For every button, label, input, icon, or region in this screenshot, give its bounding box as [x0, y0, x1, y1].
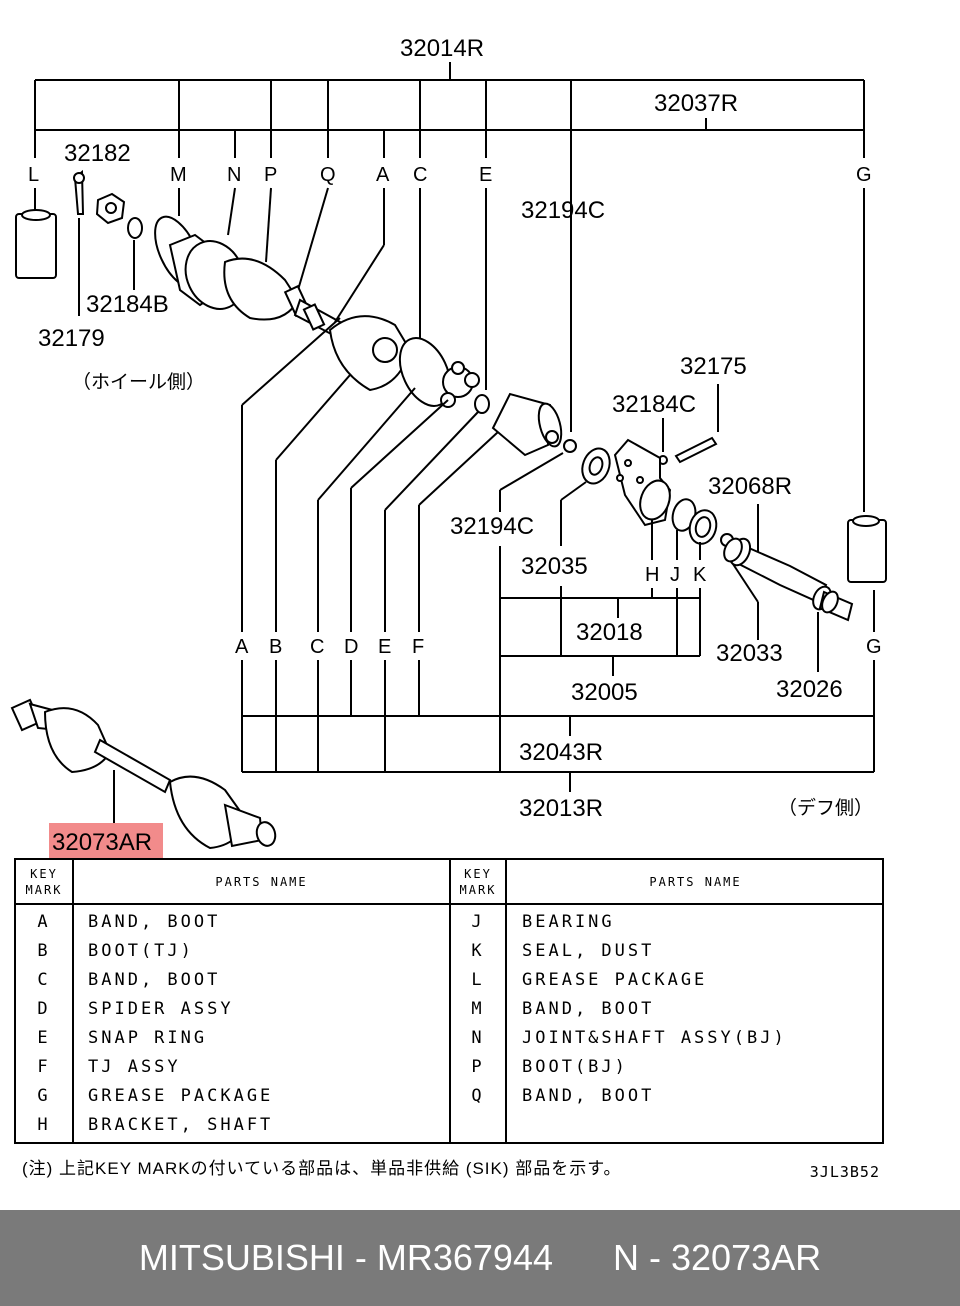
washer-32184B	[127, 217, 143, 239]
row-name: GREASE PACKAGE	[88, 1086, 274, 1106]
letter-F-bottom: F	[412, 636, 424, 658]
letter-G-top: G	[856, 164, 872, 186]
label-32026: 32026	[776, 676, 843, 703]
label-32194C-mid: 32194C	[450, 513, 534, 540]
row-name: BEARING	[522, 912, 615, 932]
label-32184B: 32184B	[86, 291, 169, 318]
drive-shaft-assy-32073AR	[10, 698, 277, 850]
row-name: TJ ASSY	[88, 1057, 181, 1077]
row-key: G	[37, 1086, 51, 1106]
bolt-32175	[674, 436, 718, 464]
row-key: N	[471, 1028, 485, 1048]
row-key: Q	[471, 1086, 485, 1106]
row-name: BOOT(TJ)	[88, 941, 194, 961]
row-name: BAND, BOOT	[522, 1086, 655, 1106]
label-32018: 32018	[576, 619, 643, 646]
letter-D-bottom: D	[344, 636, 358, 658]
label-32014R: 32014R	[400, 35, 484, 62]
row-name: BAND, BOOT	[88, 970, 221, 990]
header-parts-name-left: PARTS NAME	[215, 874, 308, 889]
letter-P-top: P	[264, 164, 277, 186]
row-name: GREASE PACKAGE	[522, 970, 708, 990]
snap-ring	[474, 394, 490, 414]
label-32037R: 32037R	[654, 90, 738, 117]
grease-package-L	[15, 213, 57, 279]
row-key: K	[471, 941, 485, 961]
boot-TJ	[328, 315, 412, 392]
row-name: SEAL, DUST	[522, 941, 655, 961]
row-name: BOOT(BJ)	[522, 1057, 628, 1077]
grease-package-G	[847, 519, 887, 583]
header-parts-name-right: PARTS NAME	[649, 874, 742, 889]
letter-M-top: M	[170, 164, 187, 186]
ring-32026	[821, 590, 839, 614]
label-32068R: 32068R	[708, 473, 792, 500]
exploded-parts-diagram: 32014R 32037R 32182 L M N P Q A C E G 32…	[10, 35, 887, 858]
caption-bar: MITSUBISHI - MR367944 N - 32073AR	[0, 1210, 960, 1306]
row-key: J	[471, 912, 485, 932]
label-32194C-top: 32194C	[521, 197, 605, 224]
label-32043R: 32043R	[519, 739, 603, 766]
label-32179: 32179	[38, 325, 105, 352]
row-name: SPIDER ASSY	[88, 999, 234, 1019]
row-key: P	[471, 1057, 485, 1077]
label-32013R: 32013R	[519, 795, 603, 822]
letter-E-bottom: E	[378, 636, 391, 658]
letter-C-top: C	[413, 164, 427, 186]
label-32033: 32033	[716, 640, 783, 667]
row-key: C	[37, 970, 51, 990]
diff-side-note: （デフ側）	[778, 797, 873, 819]
label-32035: 32035	[521, 553, 588, 580]
row-key: M	[471, 999, 485, 1019]
label-32182: 32182	[64, 140, 131, 167]
header-key-mark-left: KEY MARK	[25, 866, 63, 897]
letter-G-bottom: G	[866, 636, 882, 658]
header-key-mark-right: KEY MARK	[459, 866, 497, 897]
parts-table: KEY MARK PARTS NAME KEY MARK PARTS NAME …	[14, 858, 884, 1144]
letter-K: K	[693, 564, 707, 586]
label-32005: 32005	[571, 679, 638, 706]
part-highlight	[49, 823, 163, 858]
row-key: E	[37, 1028, 51, 1048]
letter-J: J	[670, 564, 680, 586]
letter-Q-top: Q	[320, 164, 336, 186]
letter-A-bottom: A	[235, 636, 249, 658]
label-32175: 32175	[680, 353, 747, 380]
letter-N-top: N	[227, 164, 241, 186]
row-key: L	[471, 970, 485, 990]
letter-B-bottom: B	[269, 636, 282, 658]
row-name: BAND, BOOT	[88, 912, 221, 932]
row-key: D	[37, 999, 51, 1019]
row-key: F	[37, 1057, 51, 1077]
row-name: BRACKET, SHAFT	[88, 1115, 274, 1135]
caption-text: MITSUBISHI - MR367944 N - 32073AR	[138, 1237, 822, 1278]
row-key: B	[37, 941, 51, 961]
footnote: (注) 上記KEY MARKの付いている部品は、単品非供給 (SIK) 部品を示…	[22, 1159, 622, 1178]
letter-L-top: L	[28, 164, 39, 186]
document-code: 3JL3B52	[809, 1163, 880, 1181]
label-32073AR: 32073AR	[52, 829, 152, 856]
row-name: BAND, BOOT	[522, 999, 655, 1019]
row-key: H	[37, 1115, 51, 1135]
label-32184C: 32184C	[612, 391, 696, 418]
row-key: A	[37, 912, 51, 932]
boot-BJ	[223, 257, 300, 321]
letter-H: H	[645, 564, 659, 586]
ring-32033	[723, 537, 743, 563]
letter-C-bottom: C	[310, 636, 324, 658]
row-name: SNAP RING	[88, 1028, 208, 1048]
wheel-side-note: （ホイール側）	[72, 371, 205, 393]
row-name: JOINT&SHAFT ASSY(BJ)	[522, 1028, 787, 1048]
band-boot-C	[398, 337, 452, 407]
letter-E-top: E	[479, 164, 492, 186]
letter-A-top: A	[376, 164, 390, 186]
